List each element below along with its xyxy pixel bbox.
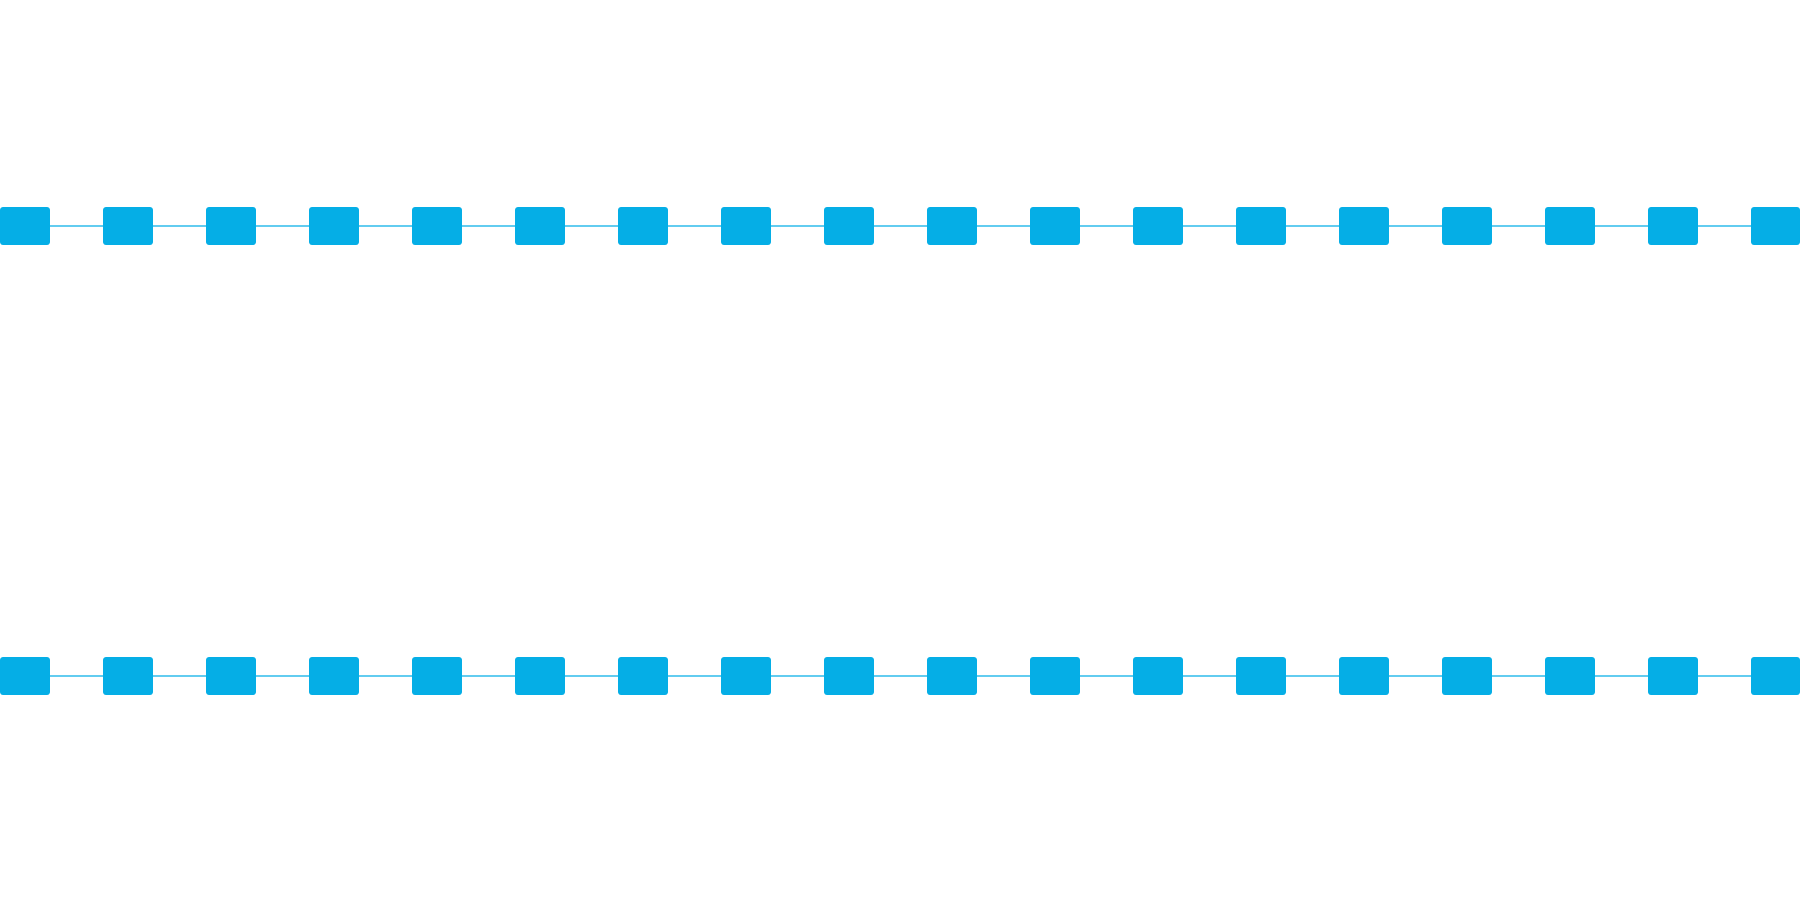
bottom-waveform-block	[1648, 657, 1698, 695]
bottom-waveform-block	[1339, 657, 1389, 695]
top-waveform-block	[412, 207, 462, 245]
bottom-waveform-block	[515, 657, 565, 695]
top-waveform-block	[721, 207, 771, 245]
bottom-waveform-block	[309, 657, 359, 695]
bottom-waveform-block	[412, 657, 462, 695]
top-waveform-block	[206, 207, 256, 245]
bottom-waveform-block	[1751, 657, 1800, 695]
top-waveform-block	[1030, 207, 1080, 245]
top-waveform-block	[824, 207, 874, 245]
top-waveform-block	[1133, 207, 1183, 245]
top-waveform-block	[0, 207, 50, 245]
top-waveform-block	[1545, 207, 1595, 245]
top-waveform-block	[1442, 207, 1492, 245]
bottom-waveform-block	[103, 657, 153, 695]
bottom-waveform-block	[1545, 657, 1595, 695]
bottom-waveform-strip	[0, 657, 1800, 695]
top-waveform-block	[1339, 207, 1389, 245]
top-waveform-block	[1648, 207, 1698, 245]
bottom-waveform-block	[1442, 657, 1492, 695]
top-waveform-block	[103, 207, 153, 245]
bottom-waveform-block	[618, 657, 668, 695]
bottom-waveform-block	[1236, 657, 1286, 695]
bottom-waveform-block	[1030, 657, 1080, 695]
bottom-waveform-block	[0, 657, 50, 695]
top-waveform-block	[1751, 207, 1800, 245]
top-waveform-block	[927, 207, 977, 245]
bottom-waveform-block	[721, 657, 771, 695]
bottom-waveform-block	[206, 657, 256, 695]
bottom-waveform-block	[1133, 657, 1183, 695]
top-waveform-block	[309, 207, 359, 245]
bottom-waveform-block	[927, 657, 977, 695]
top-waveform-block	[515, 207, 565, 245]
top-waveform-block	[618, 207, 668, 245]
top-waveform-strip	[0, 207, 1800, 245]
bottom-waveform-block	[824, 657, 874, 695]
top-waveform-block	[1236, 207, 1286, 245]
